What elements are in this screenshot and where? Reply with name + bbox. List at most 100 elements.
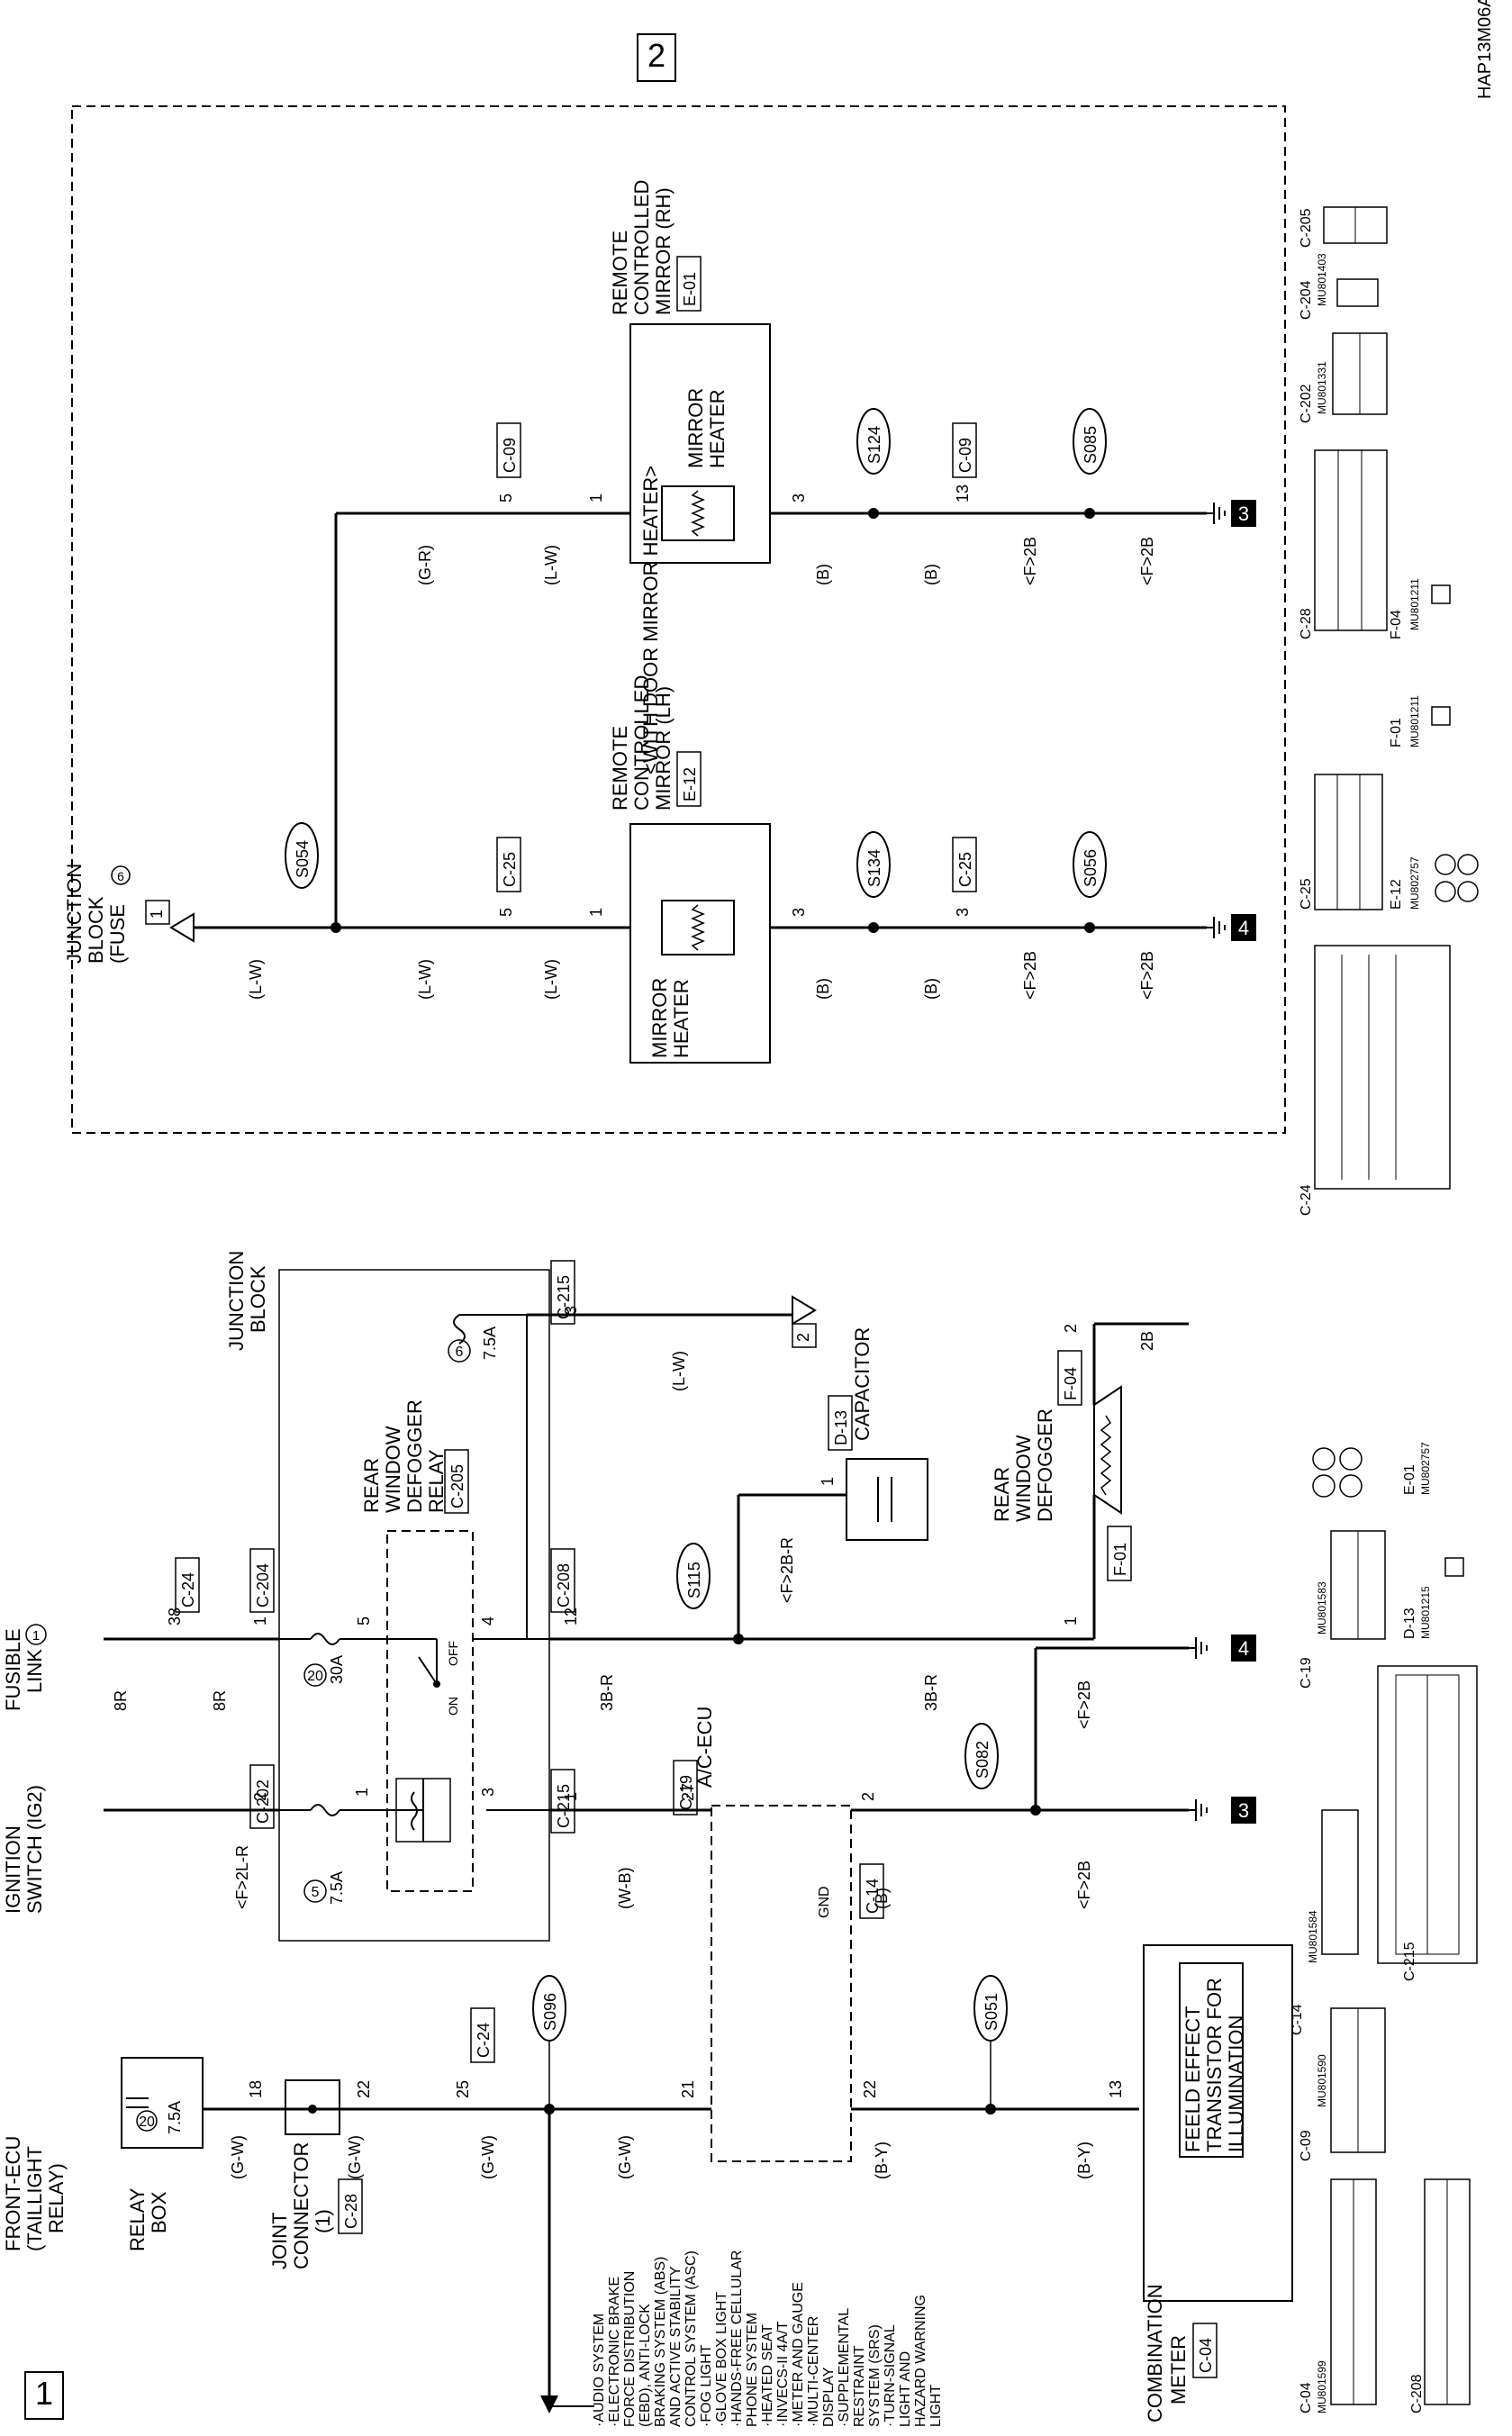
fuse-relay-20: 20 7.5A	[136, 2101, 184, 2134]
system-list-item: ·SUPPLEMENTAL	[837, 2308, 852, 2427]
wire-label-wb: (W-B)	[616, 1867, 634, 1909]
system-list-item: AND ACTIVE STABILITY	[668, 2266, 684, 2427]
wire-label-8r-2: 8R	[211, 1690, 229, 1711]
svg-text:FEELD EFFECT: FEELD EFFECT	[1182, 2006, 1204, 2152]
pin-2-defogger: 2	[1062, 1324, 1080, 1333]
defogger-relay: REAR WINDOW DEFOGGER RELAY ON OFF	[360, 1399, 474, 1892]
ground-marker-4-right: 4	[1231, 914, 1256, 941]
wire-label-f2br: <F>2B-R	[778, 1537, 796, 1603]
system-list-item: ·GLOVE BOX LIGHT	[714, 2292, 729, 2427]
svg-text:S054: S054	[294, 840, 312, 878]
splice-s124: S124	[856, 408, 891, 519]
svg-text:C-24: C-24	[179, 1572, 197, 1607]
system-list-item: ·HANDS-FREE CELLULAR	[729, 2250, 745, 2427]
svg-text:MU801331: MU801331	[1316, 361, 1328, 414]
wire-label-lw-r1: (L-W)	[247, 959, 265, 1000]
system-list-item: DISPLAY	[821, 2367, 837, 2427]
svg-text:7.5A: 7.5A	[166, 2101, 184, 2134]
connector-tag-c202: C-202	[249, 1764, 275, 1829]
svg-text:MIRROR: MIRROR	[684, 388, 707, 468]
svg-text:F-01: F-01	[1389, 718, 1404, 747]
pin-3-c215: 3	[562, 1306, 580, 1315]
pin-1-c215: 1	[562, 1792, 580, 1801]
pin-1-relay: 1	[353, 1788, 371, 1797]
svg-text:20: 20	[307, 1669, 323, 1684]
wire-label-f2b-2: <F>2B	[1075, 1680, 1093, 1729]
connector-tag-f04: F-04	[1057, 1350, 1082, 1406]
svg-text:S115: S115	[685, 1562, 703, 1598]
capacitor: CAPACITOR	[846, 1327, 928, 1541]
fuse-20-30a: 20 30A	[279, 1633, 437, 1687]
system-list-item: (EBD), ANTI-LOCK	[638, 2304, 653, 2427]
svg-text:(FUSE: (FUSE	[106, 904, 129, 964]
svg-text:2: 2	[647, 37, 665, 74]
system-list-item: SYSTEM (SRS)	[867, 2324, 883, 2427]
connector-tag-c14: C-14	[859, 1863, 884, 1919]
section-title: <WITH DOOR MIRROR HEATER>	[639, 466, 662, 774]
svg-text:C-208: C-208	[555, 1563, 573, 1607]
svg-text:F-04: F-04	[1389, 610, 1404, 639]
svg-text:F-04: F-04	[1062, 1367, 1080, 1400]
system-list-item: ·METER AND GAUGE	[791, 2282, 806, 2427]
mirror-lh-label: REMOTE CONTROLLED MIRROR (LH)	[609, 675, 675, 810]
svg-text:IGNITION: IGNITION	[2, 1825, 24, 1914]
connector-tag-f01: F-01	[1107, 1526, 1132, 1581]
svg-text:REAR: REAR	[991, 1467, 1013, 1522]
svg-text:S134: S134	[865, 849, 883, 887]
system-list-item: RESTRAINT	[852, 2345, 867, 2427]
pin-r3: 3	[790, 494, 808, 503]
svg-text:C-04: C-04	[1197, 2338, 1215, 2373]
connector-views-bottom: C-04 MU801599 C-208 C-09 MU801590 C-14 M…	[1290, 206, 1479, 2413]
svg-text:C-04: C-04	[1299, 2382, 1314, 2413]
svg-text:C-215: C-215	[555, 1275, 573, 1319]
wire-label-gr: (G-R)	[416, 545, 434, 585]
wire-label-by-2: (B-Y)	[1075, 2142, 1093, 2179]
pin-r5: 5	[497, 494, 515, 503]
ignition-switch-label: IGNITION SWITCH (IG2)	[2, 1785, 46, 1914]
svg-text:MU801584: MU801584	[1307, 1910, 1319, 1963]
svg-text:C-215: C-215	[1402, 1942, 1417, 1981]
svg-text:C-205: C-205	[1299, 208, 1314, 248]
svg-text:D-13: D-13	[832, 1410, 850, 1445]
svg-text:CONTROLLED: CONTROLLED	[630, 180, 653, 315]
fuse-5: 5 7.5A	[279, 1804, 423, 1905]
svg-text:E-01: E-01	[681, 272, 699, 306]
wire-label-lw-left: (L-W)	[670, 1351, 688, 1391]
splice-s134: S134	[856, 831, 891, 933]
connector-tag-c24-b: C-24	[175, 1557, 200, 1613]
svg-text:(1): (1)	[312, 2209, 334, 2233]
svg-text:MU802757: MU802757	[1408, 856, 1421, 910]
wire-label-f2b-1: <F>2B	[1075, 1861, 1093, 1909]
ground-marker-4: 4	[1231, 1635, 1256, 1662]
system-list-item: ·FOG LIGHT	[699, 2344, 714, 2427]
connector-tag-c09-a: C-09	[496, 422, 521, 478]
connector-tag-c25-b: C-25	[952, 837, 977, 892]
pin-m5: 5	[497, 908, 515, 917]
svg-text:C-28: C-28	[342, 2194, 360, 2229]
joint-connector: JOINT CONNECTOR (1)	[268, 2079, 340, 2269]
connector-tag-e12: E-12	[676, 751, 702, 807]
wire-label-gw-2: (G-W)	[346, 2135, 364, 2179]
relay-box-label: RELAY BOX	[126, 2187, 170, 2251]
svg-text:DEFOGGER: DEFOGGER	[1034, 1408, 1056, 1522]
system-list-item: HAZARD WARNING	[913, 2295, 928, 2427]
svg-text:C-09: C-09	[1299, 2130, 1314, 2161]
ground-marker-3: 3	[1231, 1797, 1256, 1824]
svg-text:C-24: C-24	[1299, 1184, 1314, 1216]
system-list-item: LIGHT	[928, 2385, 944, 2427]
pin-3-relay: 3	[479, 1788, 497, 1797]
pin-5-relay: 5	[355, 1616, 373, 1626]
wire-label-f2lr: <F>2L-R	[233, 1845, 251, 1909]
pin-r1: 1	[587, 494, 605, 503]
wire-label-f2b-lh2: <F>2B	[1138, 951, 1156, 1000]
connector-tag-c204: C-204	[249, 1548, 275, 1613]
svg-text:MU801590: MU801590	[1316, 2054, 1328, 2107]
wire-label-lw-r3: (L-W)	[542, 959, 560, 1000]
svg-text:MIRROR (LH): MIRROR (LH)	[652, 686, 675, 810]
splice-s096: S096	[532, 1975, 566, 2115]
pin-m3: 3	[790, 908, 808, 917]
svg-text:C-202: C-202	[254, 1779, 272, 1824]
system-list-item: BRAKING SYSTEM (ABS)	[653, 2257, 668, 2427]
system-list: ·AUDIO SYSTEM·ELECTRONIC BRAKE FORCE DIS…	[592, 2250, 944, 2427]
system-list-item: PHONE SYSTEM	[745, 2313, 760, 2427]
